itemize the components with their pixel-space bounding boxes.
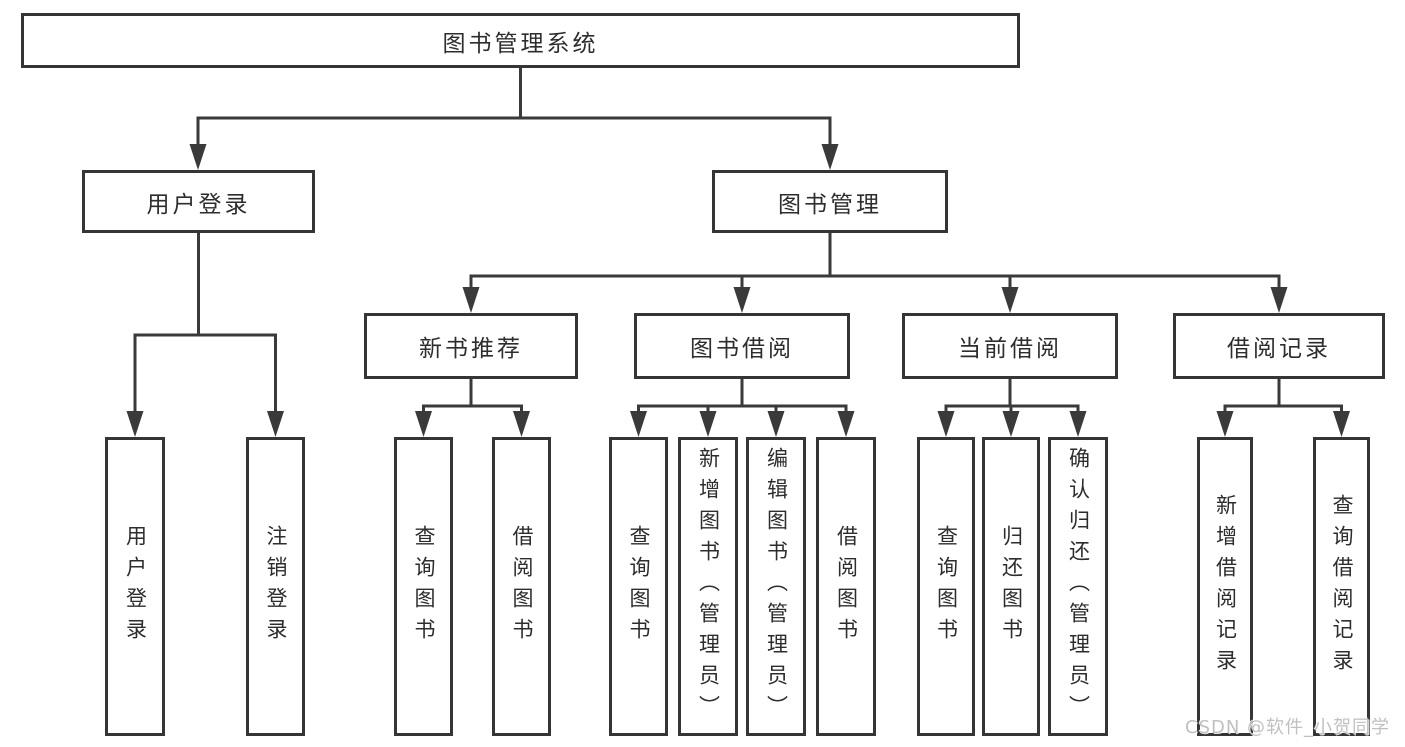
- node-label: 借阅记录: [1227, 336, 1331, 362]
- node-label: 查询图书: [412, 524, 436, 649]
- node-label: 新增图书（管理员）: [696, 447, 721, 726]
- node-label: 用户登录: [123, 524, 148, 649]
- leaf-recommend-query-books: 查询图书: [394, 437, 453, 736]
- node-label: 确认归还（管理员）: [1066, 447, 1091, 726]
- node-label: 借阅图书: [834, 524, 859, 649]
- node-book-borrow: 图书借阅: [634, 313, 850, 379]
- leaf-logout: 注销登录: [246, 437, 305, 736]
- leaf-return-books: 归还图书: [982, 437, 1040, 736]
- node-user-login: 用户登录: [82, 170, 315, 233]
- leaf-user-login: 用户登录: [105, 437, 165, 736]
- leaf-recommend-borrow-books: 借阅图书: [492, 437, 551, 736]
- node-root: 图书管理系统: [21, 13, 1020, 68]
- node-label: 新增借阅记录: [1213, 493, 1238, 680]
- connector-root-to-level1: [189, 68, 839, 170]
- leaf-current-query-books: 查询图书: [917, 437, 975, 736]
- connector-new-book-recommend-branch: [415, 379, 530, 437]
- leaf-add-books-admin: 新增图书（管理员）: [678, 437, 738, 736]
- connector-book-borrow-branch: [630, 379, 855, 437]
- leaf-add-borrow-record: 新增借阅记录: [1197, 437, 1253, 736]
- node-new-book-recommend: 新书推荐: [364, 313, 578, 379]
- node-current-borrow: 当前借阅: [902, 313, 1118, 379]
- node-label: 查询图书: [934, 524, 959, 649]
- connector-borrow-records-branch: [1216, 379, 1350, 437]
- node-label: 图书借阅: [690, 336, 794, 362]
- leaf-edit-books-admin: 编辑图书（管理员）: [746, 437, 806, 736]
- node-borrow-records: 借阅记录: [1173, 313, 1385, 379]
- leaf-borrow-borrow-books: 借阅图书: [816, 437, 876, 736]
- connector-current-borrow-branch: [937, 379, 1087, 437]
- node-book-management: 图书管理: [712, 170, 948, 233]
- leaf-query-borrow-record: 查询借阅记录: [1313, 437, 1370, 736]
- leaf-confirm-return-admin: 确认归还（管理员）: [1048, 437, 1108, 736]
- node-label: 用户登录: [146, 191, 251, 218]
- node-label: 查询图书: [627, 524, 651, 649]
- node-label: 注销登录: [264, 524, 288, 649]
- connector-book-management-branch: [462, 233, 1288, 313]
- node-label: 当前借阅: [958, 336, 1062, 362]
- connector-user-login-branch: [126, 233, 284, 437]
- leaf-borrow-query-books: 查询图书: [609, 437, 668, 736]
- node-label: 查询借阅记录: [1330, 493, 1354, 680]
- csdn-watermark: CSDN @软件_小贺同学: [1185, 717, 1391, 738]
- node-label: 新书推荐: [419, 336, 523, 362]
- node-label: 借阅图书: [510, 524, 534, 649]
- node-label: 归还图书: [999, 524, 1024, 649]
- node-label: 图书管理系统: [442, 30, 599, 57]
- node-label: 图书管理: [778, 191, 882, 218]
- node-label: 编辑图书（管理员）: [764, 447, 789, 726]
